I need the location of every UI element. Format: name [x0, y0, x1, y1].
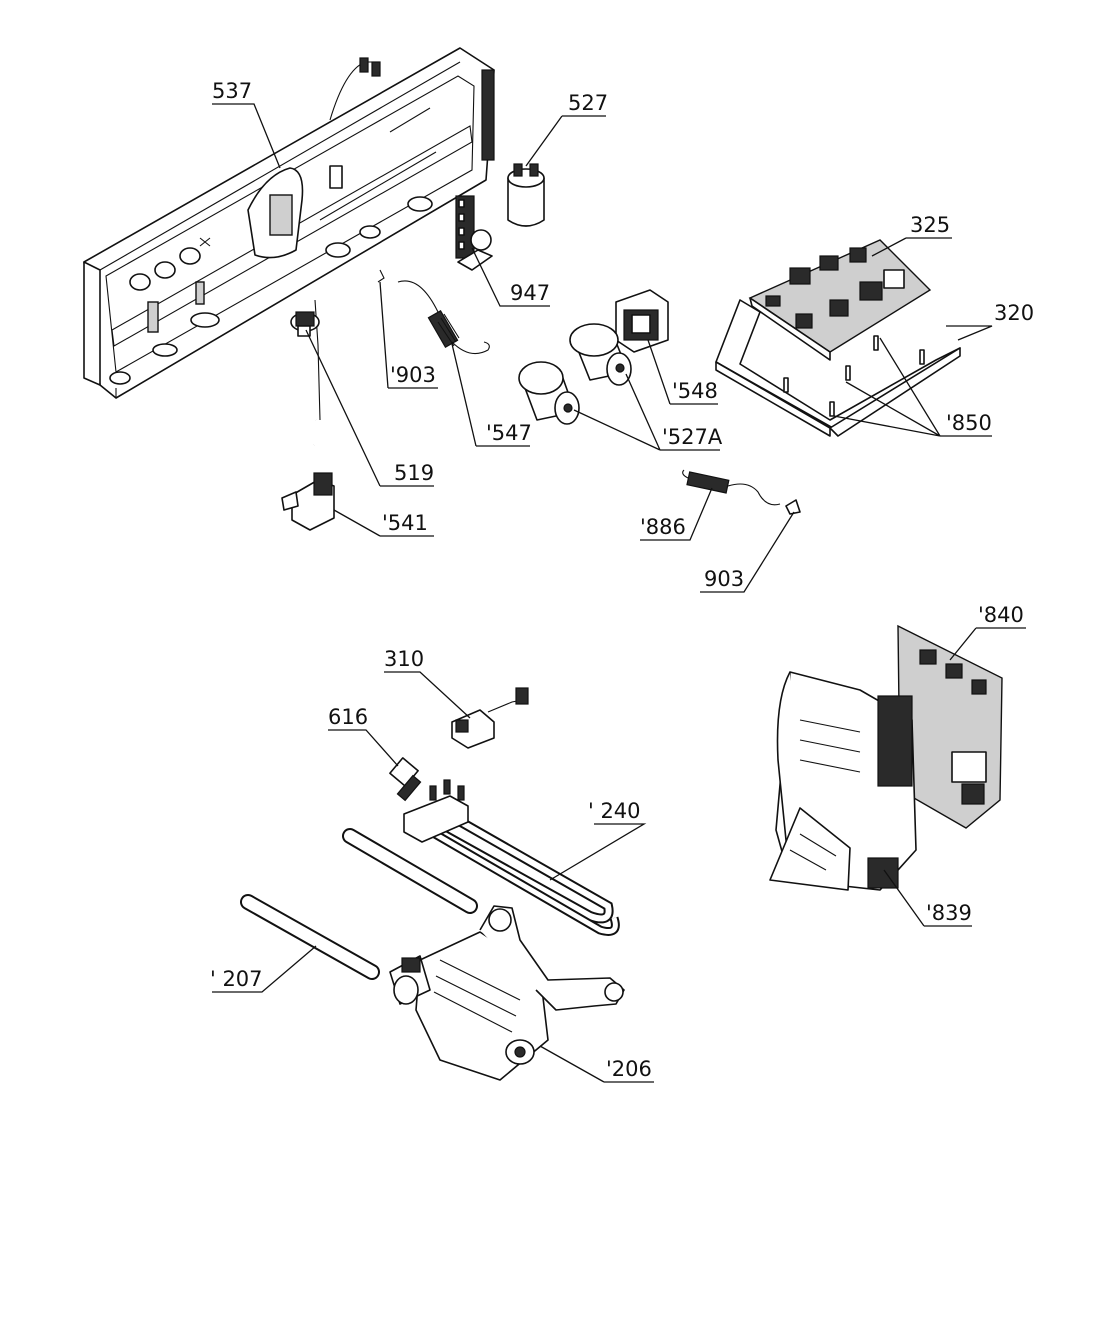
label-903-lower: 903 [704, 567, 744, 591]
label-519: 519 [394, 461, 434, 485]
label-839: '839 [926, 901, 972, 925]
label-325: 325 [910, 213, 950, 237]
part-840-power-board [897, 624, 1003, 829]
part-310-sensor [451, 687, 529, 749]
part-886-spring [682, 469, 781, 506]
part-206-pump-motor [389, 905, 625, 1081]
label-547: '547 [486, 421, 532, 445]
leader-lines [212, 103, 1026, 1083]
part-240-heating-element [403, 779, 620, 936]
label-886: '886 [640, 515, 686, 539]
part-903-hook [377, 269, 385, 283]
part-labels: 537 527 325 947 320 '903 '548 '547 '527A… [210, 79, 1034, 1081]
part-947-connector-block [455, 195, 493, 271]
part-tube-upper [342, 828, 478, 914]
label-947: 947 [510, 281, 550, 305]
label-310: 310 [384, 647, 424, 671]
part-320-bracket [715, 299, 961, 437]
label-207: ' 207 [210, 967, 263, 991]
label-320: 320 [994, 301, 1034, 325]
part-616-ntc [389, 757, 422, 802]
label-548: '548 [672, 379, 718, 403]
part-839-module-housing [769, 671, 917, 891]
label-206: '206 [606, 1057, 652, 1081]
label-850: '850 [946, 411, 992, 435]
label-240: ' 240 [588, 799, 641, 823]
part-903-clip [785, 499, 801, 515]
part-325-control-board [748, 239, 932, 361]
label-616: 616 [328, 705, 368, 729]
label-903-upper: '903 [390, 363, 436, 387]
part-527A-capacitors [518, 323, 632, 425]
part-541-plug [281, 472, 335, 531]
part-548-solenoid [615, 289, 669, 353]
label-541: '541 [382, 511, 428, 535]
part-519-pressure-switch [290, 311, 320, 337]
wiring-harness [73, 299, 321, 580]
part-527-filter [507, 163, 545, 227]
label-840: '840 [978, 603, 1024, 627]
part-547-spring [397, 280, 490, 355]
label-527A: '527A [662, 425, 723, 449]
part-537-control-panel [83, 47, 495, 399]
label-527: 527 [568, 91, 608, 115]
part-207-tube [240, 894, 380, 980]
label-537: 537 [212, 79, 252, 103]
